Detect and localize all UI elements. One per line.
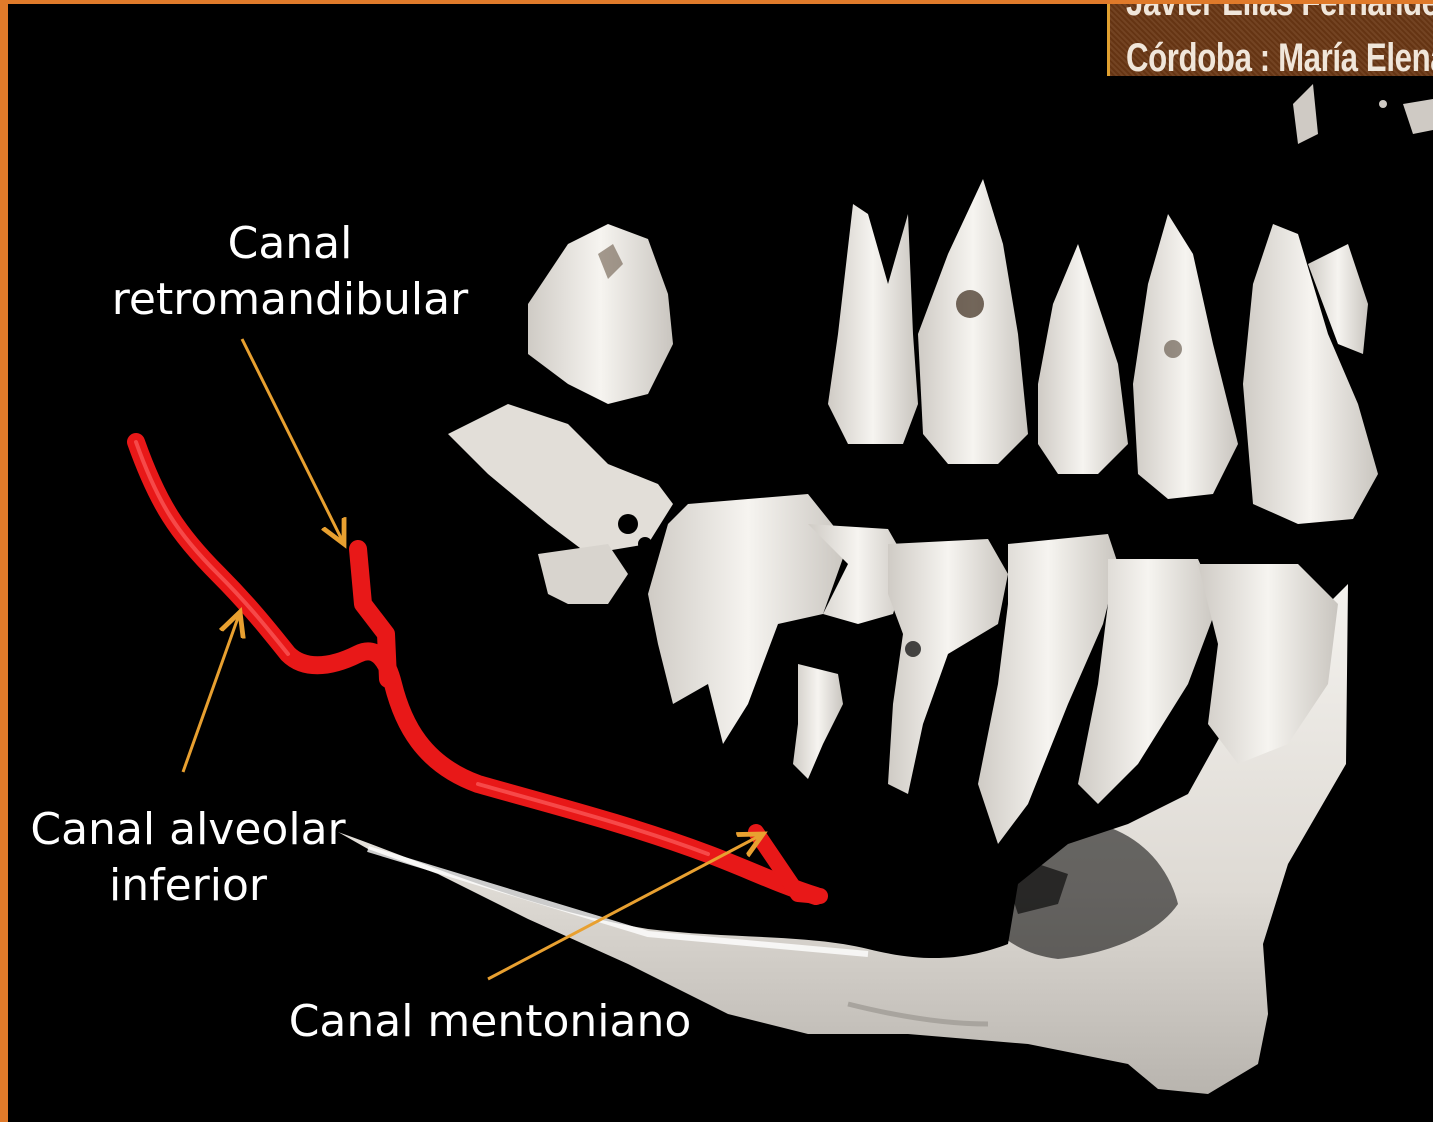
label-retro-line2: retromandibular <box>100 272 480 328</box>
label-canal-mentoniano: Canal mentoniano <box>280 994 700 1050</box>
arrow-retromandibular <box>242 339 344 544</box>
arrow-alveolar <box>183 612 240 772</box>
label-retro-line1: Canal <box>100 216 480 272</box>
author-name: Javier Elias Fernandez <box>1126 4 1433 22</box>
label-canal-alveolar-inferior: Canal alveolar inferior <box>28 802 348 914</box>
ct-render <box>8 4 1433 1122</box>
label-mento-line1: Canal mentoniano <box>280 994 700 1050</box>
debris <box>1293 84 1433 144</box>
label-alveolar-line1: Canal alveolar <box>28 802 348 858</box>
author-badge: Javier Elias Fernandez Córdoba : María E… <box>1107 4 1433 76</box>
label-canal-retromandibular: Canal retromandibular <box>100 216 480 328</box>
label-alveolar-line2: inferior <box>28 858 348 914</box>
upper-teeth <box>828 179 1378 524</box>
author-location: Córdoba : María Elena <box>1126 38 1433 76</box>
isolated-molar <box>528 224 673 404</box>
